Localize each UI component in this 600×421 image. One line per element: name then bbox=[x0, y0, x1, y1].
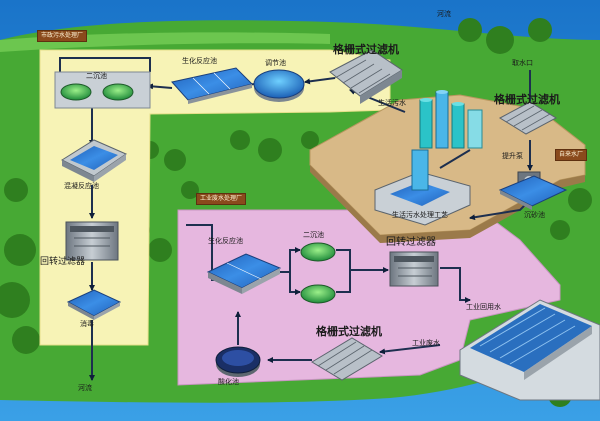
label-sand-tank: 沉砂池 bbox=[524, 211, 545, 219]
industrial-zone bbox=[177, 209, 561, 386]
second-clarifier-top bbox=[54, 71, 151, 109]
label-coagulation-tank: 混凝反应池 bbox=[64, 182, 99, 190]
label-water-intake: 取水口 bbox=[512, 59, 533, 67]
industrial-factory bbox=[459, 299, 600, 401]
acidification-tank bbox=[215, 346, 261, 377]
label-bio-tank-bottom: 生化反应池 bbox=[208, 237, 243, 245]
pipe-plant-out bbox=[439, 149, 471, 169]
label-domestic-sewage: 生活污水 bbox=[378, 99, 406, 107]
label-domestic-treatment: 生活污水处理工艺 bbox=[392, 211, 448, 219]
grid-filter-bottom bbox=[311, 337, 383, 381]
label-grid-filter-top: 格栅式过滤机 bbox=[333, 43, 399, 56]
sand-tank bbox=[498, 175, 568, 210]
bio-tank-top bbox=[171, 67, 253, 104]
coagulation-tank bbox=[60, 139, 128, 182]
disinfection-tank bbox=[66, 289, 122, 320]
sewage-treatment-towers bbox=[419, 90, 483, 149]
pipe-to-reuse bbox=[440, 267, 471, 303]
sign-city-sewage-plant: 市政污水处理厂 bbox=[37, 30, 88, 42]
bio-tank-bottom bbox=[206, 253, 282, 294]
municipal-zone bbox=[39, 49, 391, 346]
rotary-filter-left bbox=[65, 221, 119, 261]
label-industrial-wastewater: 工业废水 bbox=[412, 339, 440, 347]
sign-industrial-plant: 工业废水处理厂 bbox=[196, 193, 247, 205]
label-river-top: 河流 bbox=[437, 10, 451, 18]
label-second-clarifier-bottom: 二沉池 bbox=[303, 231, 324, 239]
sign-water-plant: 自来水厂 bbox=[555, 149, 588, 161]
label-river-bottom: 河流 bbox=[78, 384, 92, 392]
label-rotary-filter-right: 回转过滤器 bbox=[386, 237, 436, 248]
rotary-filter-right bbox=[389, 251, 439, 287]
pipe-industrial-in bbox=[379, 344, 441, 355]
label-disinfection: 消毒 bbox=[80, 320, 94, 328]
second-clarifier-bottom bbox=[300, 242, 336, 304]
label-industrial-reuse: 工业回用水 bbox=[466, 303, 501, 311]
label-grid-filter-right: 格栅式过滤机 bbox=[494, 93, 560, 106]
label-regulating-tank: 调节池 bbox=[265, 59, 286, 67]
pipe-to-regulating bbox=[304, 77, 336, 85]
label-lift-pump: 提升泵 bbox=[502, 152, 523, 160]
label-bio-tank-top: 生化反应池 bbox=[182, 57, 217, 65]
label-grid-filter-bottom: 格栅式过滤机 bbox=[316, 325, 382, 338]
domestic-treatment-unit bbox=[374, 149, 471, 226]
regulating-tank bbox=[253, 69, 305, 102]
pipe-to-clarifier-top bbox=[147, 83, 173, 90]
pipe-to-clarifier-b2 bbox=[289, 272, 301, 295]
label-rotary-filter-left: 回转过滤器 bbox=[40, 257, 86, 267]
grid-filter-right bbox=[498, 101, 558, 135]
label-acidification-tank: 酸化池 bbox=[218, 378, 239, 386]
grid-filter-top bbox=[329, 49, 403, 104]
label-second-clarifier-top: 二沉池 bbox=[86, 72, 107, 80]
